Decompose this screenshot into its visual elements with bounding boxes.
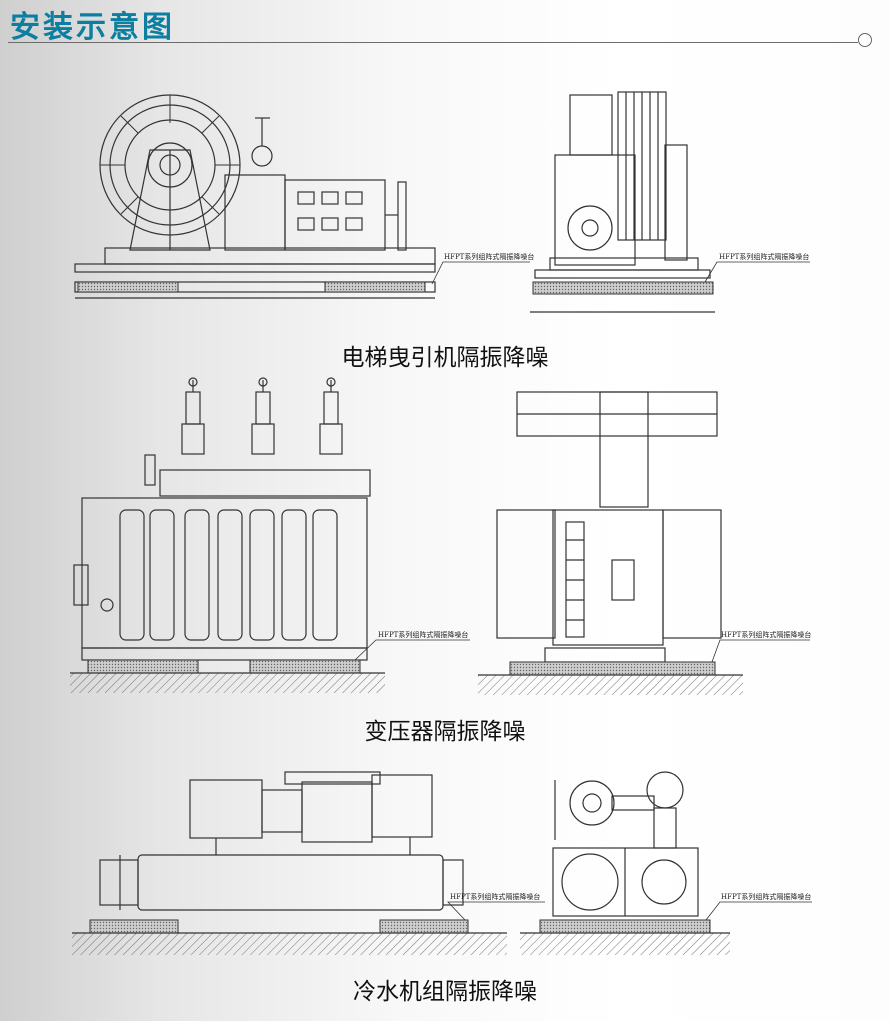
section-caption-transformer: 变压器隔振降噪 — [364, 719, 526, 745]
elevator-traction-machine-side — [534, 91, 711, 279]
elevator-traction-machine-front — [74, 94, 436, 293]
callout-label: HFPT系列组阵式隔振降噪台 — [444, 252, 534, 261]
isolation-pad — [379, 919, 469, 934]
ground-hatch — [520, 933, 730, 955]
isolation-pad — [509, 661, 716, 676]
isolation-pad — [324, 281, 426, 293]
header-divider — [8, 42, 858, 43]
ground-hatch — [72, 933, 507, 955]
section-caption-elevator: 电梯曳引机隔振降噪 — [341, 345, 549, 371]
isolation-pad — [77, 281, 179, 293]
ground-hatch — [70, 673, 385, 693]
section-caption-chiller: 冷水机组隔振降噪 — [353, 979, 537, 1005]
isolation-pad — [249, 659, 361, 674]
callout-label: HFPT系列组阵式隔振降噪台 — [450, 892, 540, 901]
callout-label: HFPT系列组阵式隔振降噪台 — [721, 892, 811, 901]
bushing — [181, 377, 205, 455]
bushing — [319, 377, 343, 455]
page-title: 安装示意图 — [10, 10, 175, 45]
isolation-pad — [87, 659, 199, 674]
callout-label: HFPT系列组阵式隔振降噪台 — [721, 630, 811, 639]
chiller-unit-side — [552, 771, 699, 917]
callout-label: HFPT系列组阵式隔振降噪台 — [719, 252, 809, 261]
callout-label: HFPT系列组阵式隔振降噪台 — [378, 630, 468, 639]
bushing — [251, 377, 275, 455]
isolation-pad — [532, 281, 714, 295]
transformer-front — [73, 377, 371, 661]
ground-hatch — [478, 675, 743, 695]
isolation-pad — [89, 919, 179, 934]
chiller-unit-front — [99, 771, 464, 911]
isolation-pad — [539, 919, 711, 934]
transformer-side — [496, 391, 722, 663]
header-circle-ornament — [858, 33, 872, 47]
